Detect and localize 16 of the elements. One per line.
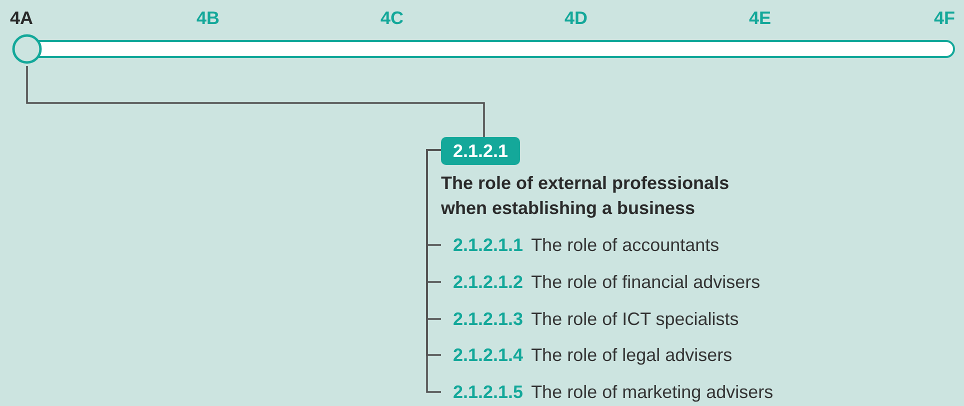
- topic-heading: The role of external professionals when establishing a business: [441, 172, 730, 220]
- timeline-stage-label: 4F: [934, 8, 956, 29]
- timeline-stage-label: 4D: [564, 8, 588, 29]
- subtopic-item: 2.1.2.1.2 The role of financial advisers: [441, 270, 760, 294]
- tree-branch-line: [426, 149, 441, 393]
- timeline-stage-label: 4B: [196, 8, 220, 29]
- section-number-badge: 2.1.2.1: [441, 137, 520, 165]
- timeline-stage-label: 4E: [749, 8, 772, 29]
- subtopic-item: 2.1.2.1.3 The role of ICT specialists: [441, 307, 739, 331]
- connector-line: [26, 66, 485, 137]
- subtopic-item: 2.1.2.1.4 The role of legal advisers: [441, 343, 732, 367]
- timeline-stage-label: 4C: [380, 8, 404, 29]
- timeline-marker-circle: [12, 34, 42, 64]
- timeline-stage-label: 4A: [10, 8, 34, 29]
- subtopic-item: 2.1.2.1.1 The role of accountants: [441, 233, 720, 257]
- subtopic-item: 2.1.2.1.5 The role of marketing advisers: [441, 380, 774, 404]
